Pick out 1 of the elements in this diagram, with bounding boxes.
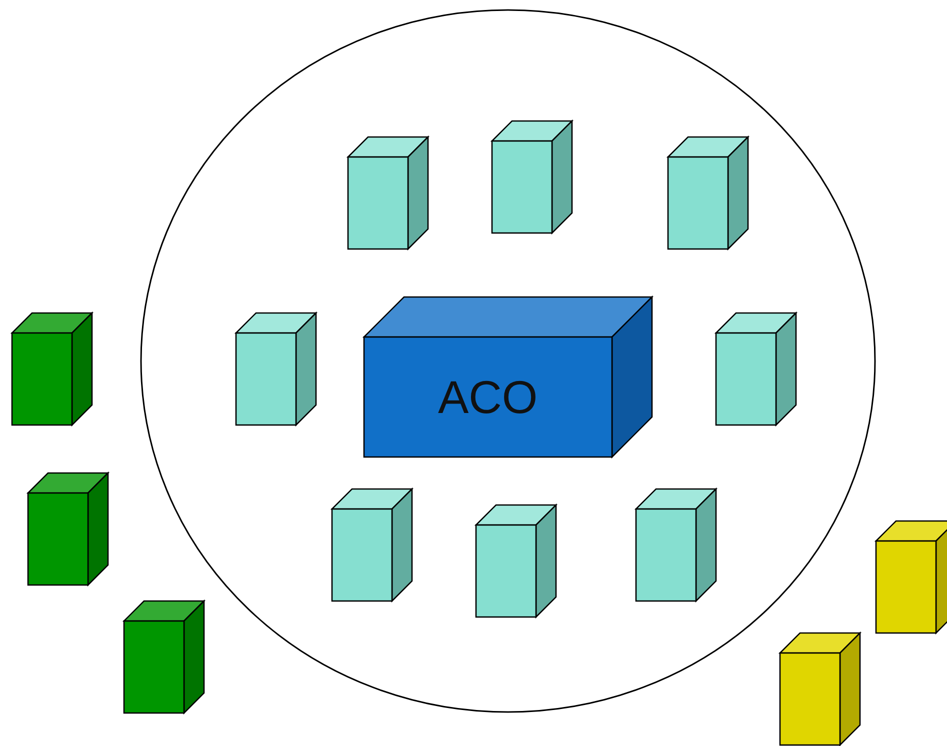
block-label: ACO [438, 370, 538, 424]
